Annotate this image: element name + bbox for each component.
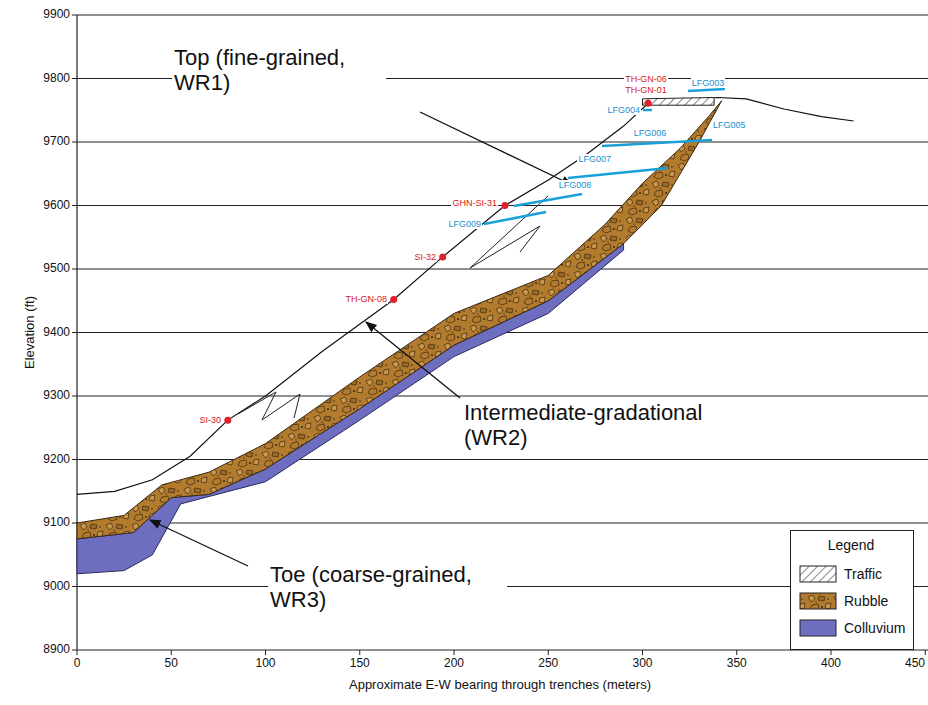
tick-label: 150 — [350, 657, 370, 671]
legend-swatch — [800, 593, 836, 609]
grid-line — [77, 396, 928, 397]
tick-label: 450 — [905, 657, 925, 671]
tick-mark — [72, 78, 77, 79]
text-label: Approximate E-W bearing through trenches… — [349, 678, 651, 693]
leader-arrow — [420, 112, 572, 185]
tick-mark — [72, 332, 77, 333]
tick-label: 250 — [538, 657, 558, 671]
tick-mark — [642, 650, 643, 655]
tick-mark — [72, 15, 77, 16]
grid-line — [77, 459, 928, 460]
tick-mark — [831, 650, 832, 655]
text-label: Rubble — [844, 593, 888, 609]
tick-label: 350 — [727, 657, 747, 671]
tick-mark — [72, 142, 77, 143]
tick-mark — [72, 269, 77, 270]
text-label: LFG006 — [633, 128, 668, 138]
callout-label: Toe (coarse-grained, WR3) — [268, 562, 507, 613]
tick-label: 9100 — [43, 516, 70, 530]
tick-label: 9900 — [43, 8, 70, 22]
borehole-dot — [501, 202, 508, 209]
tick-mark — [454, 650, 455, 655]
grid-line — [77, 269, 928, 270]
tick-mark — [72, 205, 77, 206]
legend-swatch — [800, 620, 836, 636]
text-label: LFG003 — [691, 78, 726, 88]
tick-label: 9800 — [43, 72, 70, 86]
text-label: LFG005 — [712, 120, 747, 130]
tick-mark — [265, 650, 266, 655]
gas-probe-line — [643, 109, 652, 112]
tick-mark — [359, 650, 360, 655]
rubble-layer — [77, 101, 722, 539]
traffic-fill — [643, 98, 715, 106]
tick-mark — [72, 459, 77, 460]
tick-mark — [72, 396, 77, 397]
leader-arrow — [366, 322, 460, 398]
tick-label: 9200 — [43, 453, 70, 467]
text-label: LFG007 — [577, 154, 612, 164]
tick-mark — [77, 650, 78, 655]
tick-label: 200 — [444, 657, 464, 671]
tick-label: 0 — [74, 657, 81, 671]
tick-label: 9400 — [43, 326, 70, 340]
tick-mark — [548, 650, 549, 655]
callout-label: Intermediate-gradational (WR2) — [462, 400, 736, 451]
borehole-dot — [645, 100, 652, 107]
tick-mark — [736, 650, 737, 655]
gas-probe-line — [688, 89, 725, 91]
contact-zigzag — [238, 392, 300, 420]
text-label: GHN-SI-31 — [451, 198, 498, 208]
tick-mark — [72, 523, 77, 524]
text-label: TH-GN-08 — [344, 294, 388, 304]
grid-line — [77, 523, 928, 524]
borehole-dot — [390, 296, 397, 303]
text-label: TH-GN-01 — [624, 85, 668, 95]
tick-label: 300 — [632, 657, 652, 671]
tick-mark — [925, 650, 926, 655]
gas-probe-line — [514, 194, 582, 206]
text-label: SI-30 — [198, 415, 222, 425]
text-label: LFG008 — [558, 180, 593, 190]
text-label: Traffic — [844, 566, 882, 582]
callout-label: Top (fine-grained, WR1) — [172, 45, 386, 96]
tick-label: 50 — [165, 657, 178, 671]
text-label: TH-GN-06 — [624, 74, 668, 84]
text-label: Legend — [828, 537, 875, 553]
text-label: Colluvium — [844, 620, 905, 636]
legend-swatch — [800, 566, 836, 582]
text-label: SI-32 — [413, 252, 437, 262]
leader-arrow — [150, 520, 248, 566]
tick-label: 9000 — [43, 580, 70, 594]
text-label: Elevation (ft) — [23, 296, 38, 369]
ground-surface — [77, 98, 854, 495]
tick-label: 9700 — [43, 135, 70, 149]
tick-mark — [171, 650, 172, 655]
text-label: LFG009 — [447, 219, 482, 229]
tick-label: 9500 — [43, 262, 70, 276]
grid-line — [77, 142, 928, 143]
borehole-dot — [224, 417, 231, 424]
gas-probe-line — [568, 168, 668, 178]
borehole-dot — [439, 253, 446, 260]
text-label: LFG004 — [606, 105, 641, 115]
tick-label: 400 — [821, 657, 841, 671]
tick-label: 9300 — [43, 389, 70, 403]
gas-probe-line — [484, 212, 546, 224]
tick-label: 9600 — [43, 199, 70, 213]
tick-label: 100 — [255, 657, 275, 671]
grid-line — [77, 15, 928, 16]
tick-label: 8900 — [43, 643, 70, 657]
gas-probe-line — [602, 140, 712, 146]
tick-mark — [72, 650, 77, 651]
tick-mark — [72, 586, 77, 587]
